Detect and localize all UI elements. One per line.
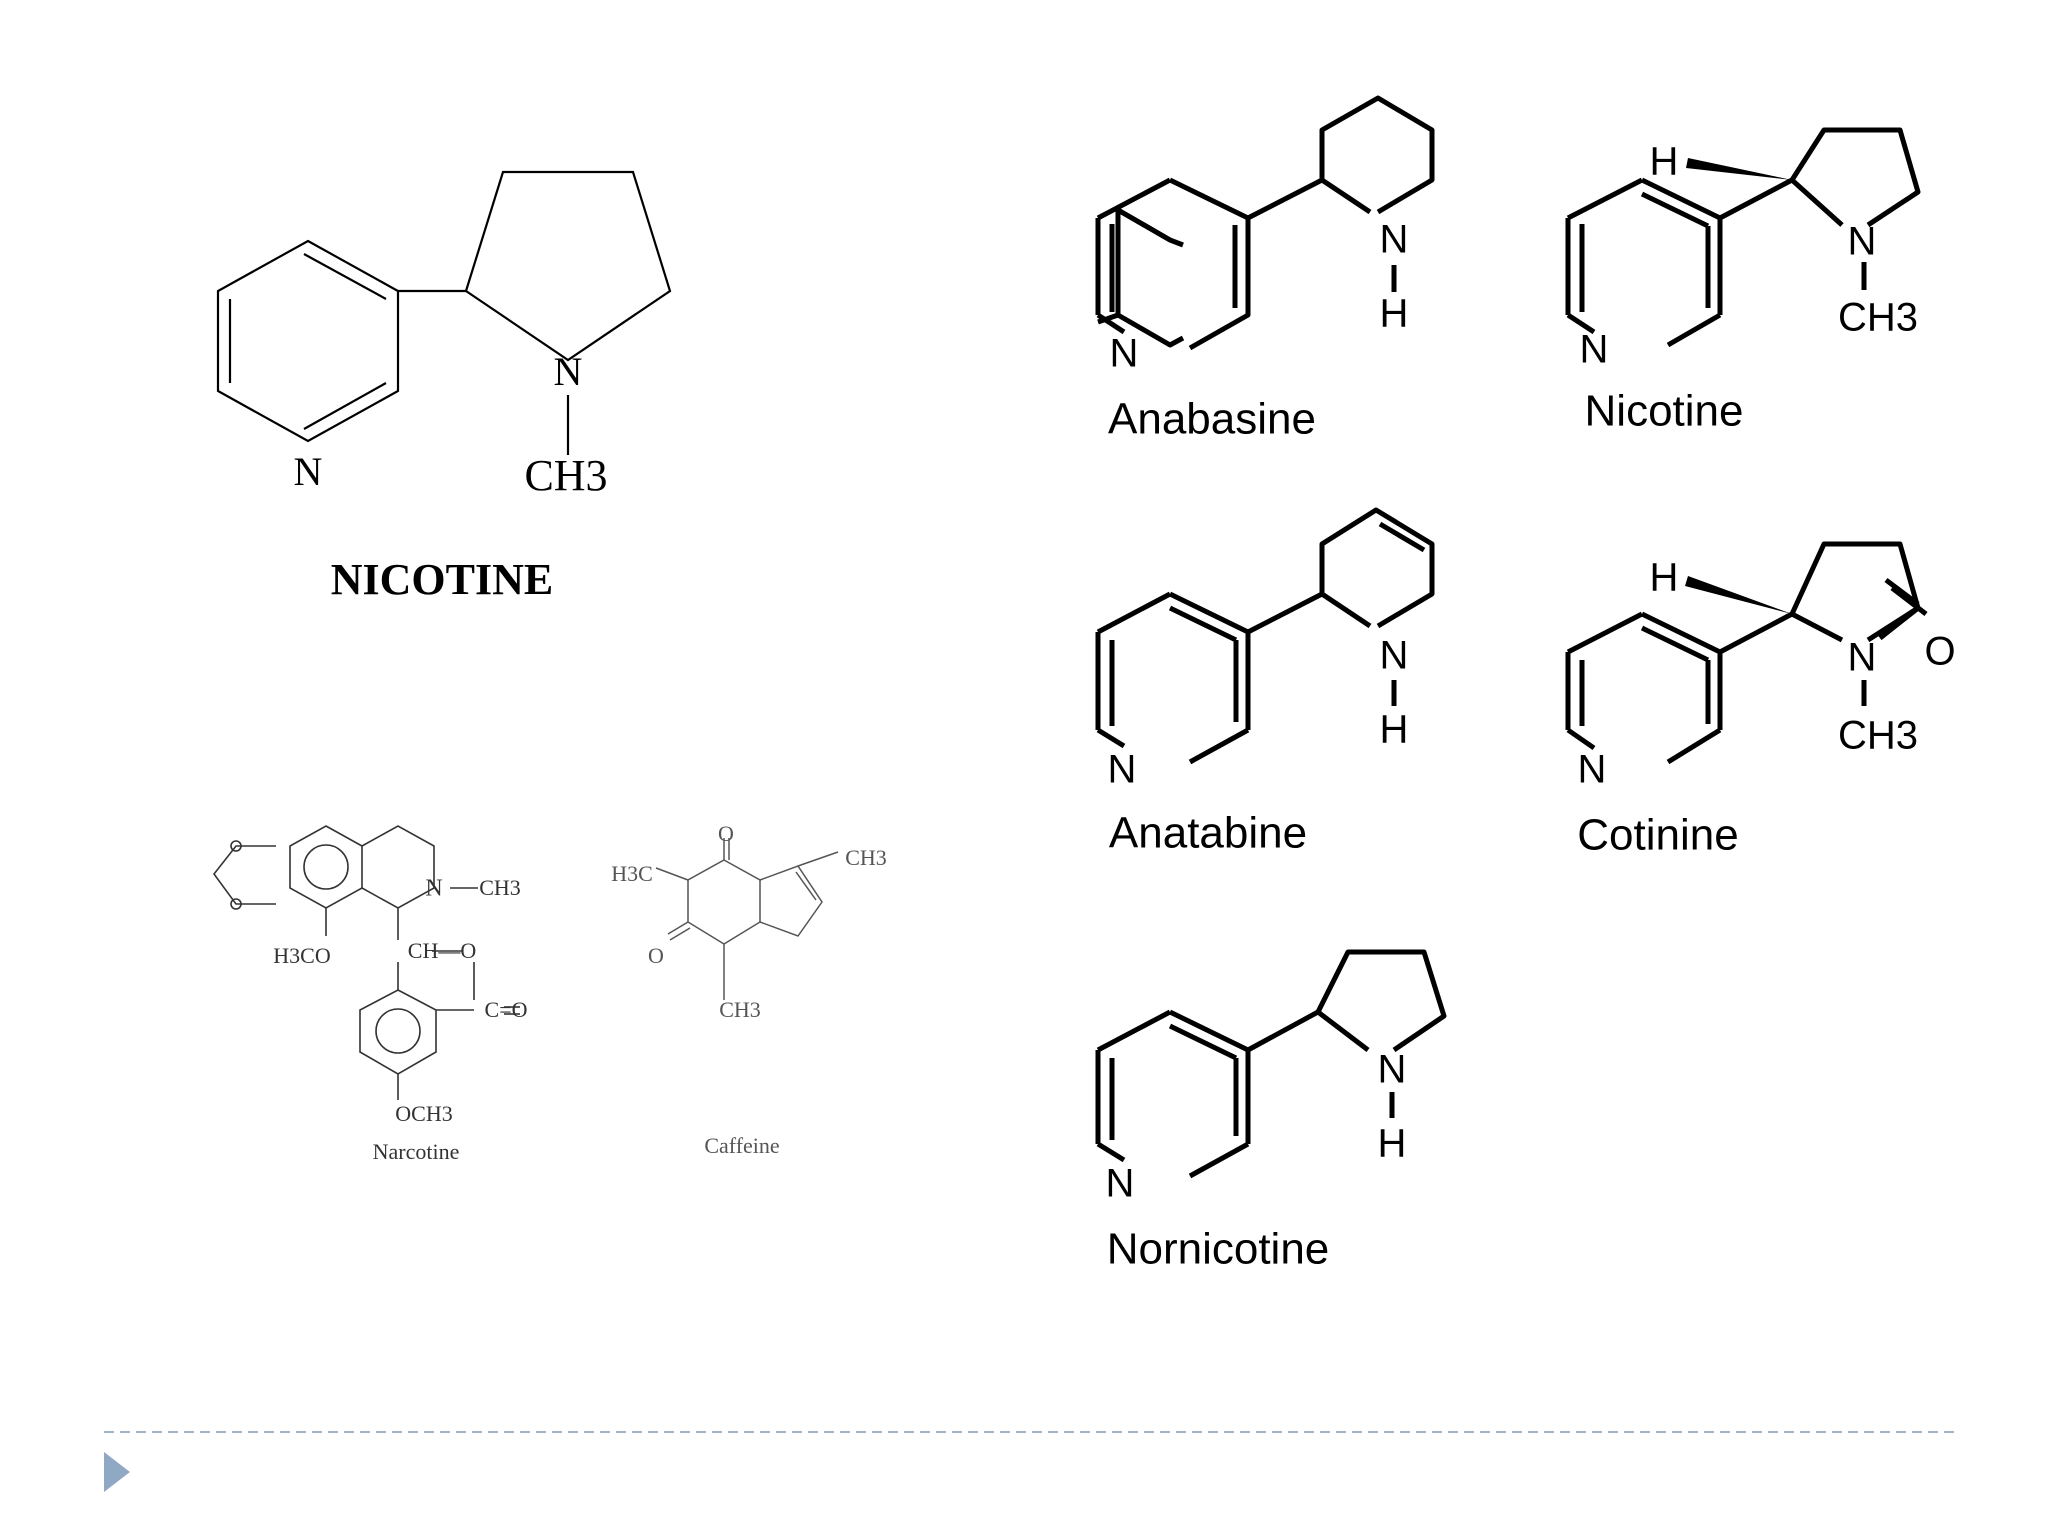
nornicotine-h: H (1378, 1122, 1407, 1166)
narcotine-caption: Narcotine (373, 1139, 460, 1164)
anatabine-structure (1095, 507, 1435, 765)
cotinine-methyl: CH3 (1838, 714, 1918, 758)
triangle-bullet-icon (104, 1452, 130, 1492)
cotinine-oxygen: O (1924, 630, 1955, 674)
nicotine-sans-h: H (1650, 140, 1679, 184)
caffeine-oxygen-top: O (718, 821, 734, 846)
nicotine-sans-n-ring: N (1580, 328, 1609, 372)
narcotine-methoxy-top: H3CO (273, 943, 330, 968)
narcotine-n: N (425, 876, 442, 902)
narcotine-methoxy-bottom: OCH3 (395, 1101, 452, 1126)
anatabine-label: Anatabine (1109, 809, 1307, 858)
anabasine-h: H (1380, 292, 1409, 336)
cotinine-wedge (1685, 576, 1792, 614)
nicotine-sans-methyl: CH3 (1838, 296, 1918, 340)
nornicotine-n-h: N (1378, 1048, 1407, 1092)
narcotine-methyl: CH3 (479, 875, 521, 900)
narcotine-ch-o: CH—O (408, 938, 476, 963)
narcotine-structure (212, 825, 520, 1100)
cotinine-structure (1565, 541, 1928, 765)
nicotine-serif-methyl: CH3 (524, 451, 607, 500)
nicotine-sans-label: Nicotine (1585, 387, 1744, 436)
caffeine-caption: Caffeine (704, 1133, 779, 1158)
cotinine-h: H (1650, 556, 1679, 600)
nornicotine-label: Nornicotine (1107, 1225, 1330, 1274)
anatabine-n-h: N (1380, 634, 1409, 678)
caffeine-methyl-left: H3C (611, 861, 653, 886)
nicotine-serif-n-ring: N (294, 449, 323, 494)
nornicotine-n-ring: N (1106, 1162, 1135, 1206)
anatabine-n-ring: N (1108, 748, 1137, 792)
narcotine-carbonyl: C=O (485, 997, 528, 1022)
anabasine-label: Anabasine (1108, 395, 1316, 444)
anabasine-n-h: N (1380, 218, 1409, 262)
cotinine-n-ring: N (1578, 748, 1607, 792)
anabasine-structure (1095, 95, 1435, 351)
nicotine-sans-wedge (1686, 158, 1792, 180)
nicotine-sans-n: N (1848, 220, 1877, 264)
nicotine-serif-title: NICOTINE (331, 555, 554, 604)
nicotine-serif-n-pyrrolidine: N (554, 349, 583, 394)
caffeine-structure (655, 838, 839, 1000)
anabasine-n-ring: N (1110, 332, 1139, 376)
caffeine-methyl-right: CH3 (845, 845, 887, 870)
cotinine-label: Cotinine (1577, 811, 1738, 860)
cotinine-n: N (1848, 636, 1877, 680)
nicotine-serif-structure (216, 170, 672, 455)
caffeine-methyl-bottom: CH3 (719, 997, 761, 1022)
nornicotine-structure (1095, 949, 1447, 1179)
nicotine-sans-structure (1565, 127, 1921, 348)
anatabine-h: H (1380, 708, 1409, 752)
caffeine-oxygen-left: O (648, 943, 664, 968)
